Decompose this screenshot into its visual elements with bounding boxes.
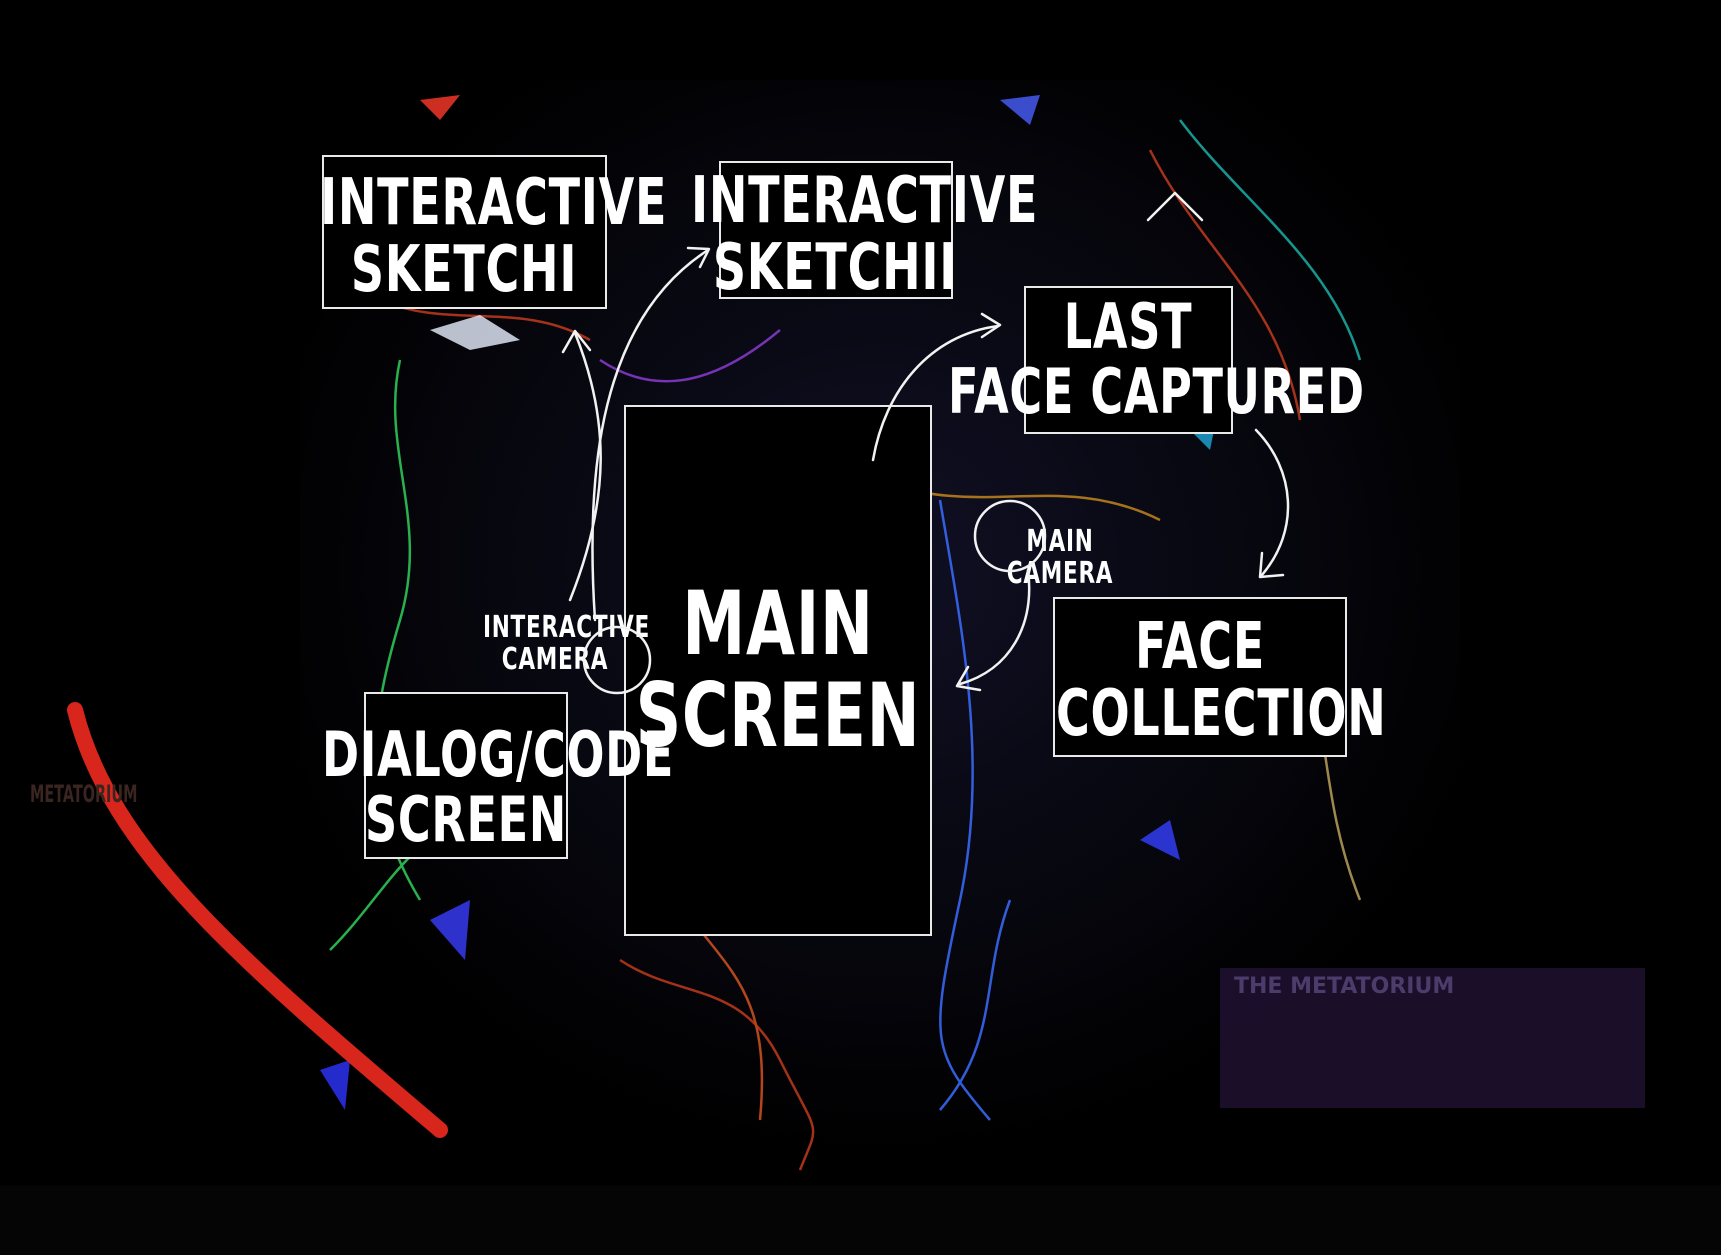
exhibit-sign-title: THE METATORIUM [1234,974,1455,999]
arrow-to-sketch-1 [568,331,602,602]
arrow-last-face-to-collection [1254,428,1290,577]
face-collection-line-1: FACE [1134,610,1266,684]
arrow-to-sketch-2 [591,248,710,622]
interactive-sketch-2-box [719,161,953,299]
main-camera-line-1: MAIN [1026,524,1094,559]
face-collection-box [1053,597,1347,757]
main-screen-label: MAIN SCREEN [634,572,922,768]
arrow-collection-to-main [958,568,1031,686]
arrow-to-sketch-2-head [686,246,711,269]
arrow-main-to-last-face [871,324,1000,462]
up-chevron-icon [1146,191,1204,222]
sketch-1-line-2: SKETCHI [350,233,578,308]
last-face-line-1: LAST [1063,290,1193,363]
dialog-line-2: SCREEN [365,783,567,857]
face-collection-label: FACE COLLECTION [1056,610,1387,752]
arrow-last-face-to-collection-head [1258,551,1285,579]
dialog-code-screen-box [364,692,568,859]
sketch-2-line-2: SKETCHII [712,231,958,306]
last-face-captured-label: LAST FACE CAPTURED [948,290,1365,429]
interactive-sketch-1-box [322,155,607,309]
arrow-to-sketch-1-head [561,329,592,354]
main-camera-line-2: CAMERA [1006,555,1114,591]
exhibit-sign: THE METATORIUM [1220,968,1645,1108]
face-collection-line-2: COLLECTION [1056,677,1387,752]
main-camera-label: MAIN CAMERA [988,526,1132,589]
interactive-camera-circle [582,625,652,695]
interactive-camera-line-2: CAMERA [501,641,609,677]
main-screen-line-1: MAIN [682,572,874,675]
last-face-captured-box [1024,286,1233,434]
side-sign-text: METATORIUM [30,780,138,808]
arrow-main-to-last-face-head [980,312,1002,339]
main-screen-line-2: SCREEN [635,664,921,768]
last-face-line-2: FACE CAPTURED [948,355,1365,429]
main-camera-circle [973,499,1047,573]
main-screen-box [624,405,932,936]
interactive-camera-label: INTERACTIVE CAMERA [483,612,649,677]
arrow-collection-to-main-head [955,665,982,692]
